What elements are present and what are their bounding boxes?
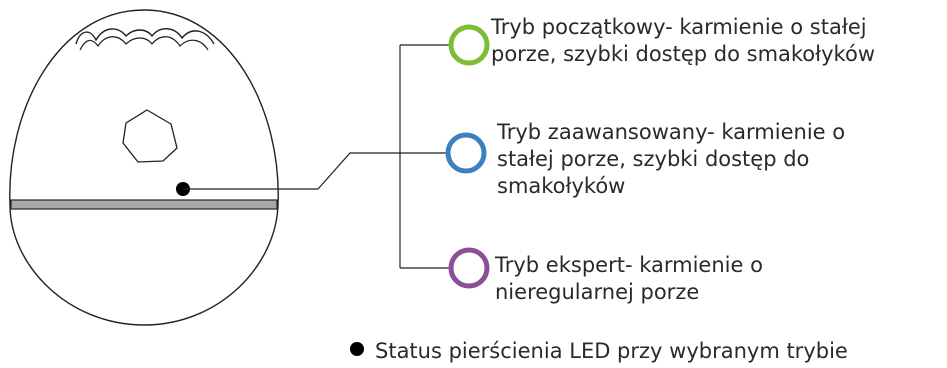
mode-label-line: porze, szybki dostęp do smakołyków	[491, 42, 875, 66]
mode-ring-poczatkowy	[448, 24, 490, 66]
mode-ring-ekspert	[448, 247, 490, 289]
led-ring-band	[10, 199, 278, 210]
legend: Status pierścienia LED przy wybranym try…	[350, 338, 848, 365]
mode-ring-zaawansowany	[445, 132, 487, 174]
mode-label-line: smakołyków	[497, 174, 626, 198]
mode-label-ekspert: Tryb ekspert- karmienie o nieregularnej …	[495, 252, 915, 306]
mode-label-line: stałej porze, szybki dostęp do	[497, 147, 810, 171]
legend-dot-icon	[350, 342, 364, 356]
device-window-shape	[122, 109, 178, 163]
device-body-outline	[9, 9, 279, 326]
connector-line	[183, 152, 400, 190]
mode-label-poczatkowy: Tryb początkowy- karmienie o stałej porz…	[491, 14, 943, 68]
device-lid-wave	[75, 28, 215, 45]
device-lid-wave-inner	[79, 36, 209, 51]
mode-label-line: Tryb ekspert- karmienie o	[495, 253, 763, 277]
mode-label-zaawansowany: Tryb zaawansowany- karmienie o stałej po…	[497, 119, 917, 200]
mode-label-line: nieregularnej porze	[495, 280, 700, 304]
legend-text: Status pierścienia LED przy wybranym try…	[375, 339, 848, 363]
mode-label-line: Tryb zaawansowany- karmienie o	[497, 120, 846, 144]
mode-label-line: Tryb początkowy- karmienie o stałej	[491, 15, 867, 39]
